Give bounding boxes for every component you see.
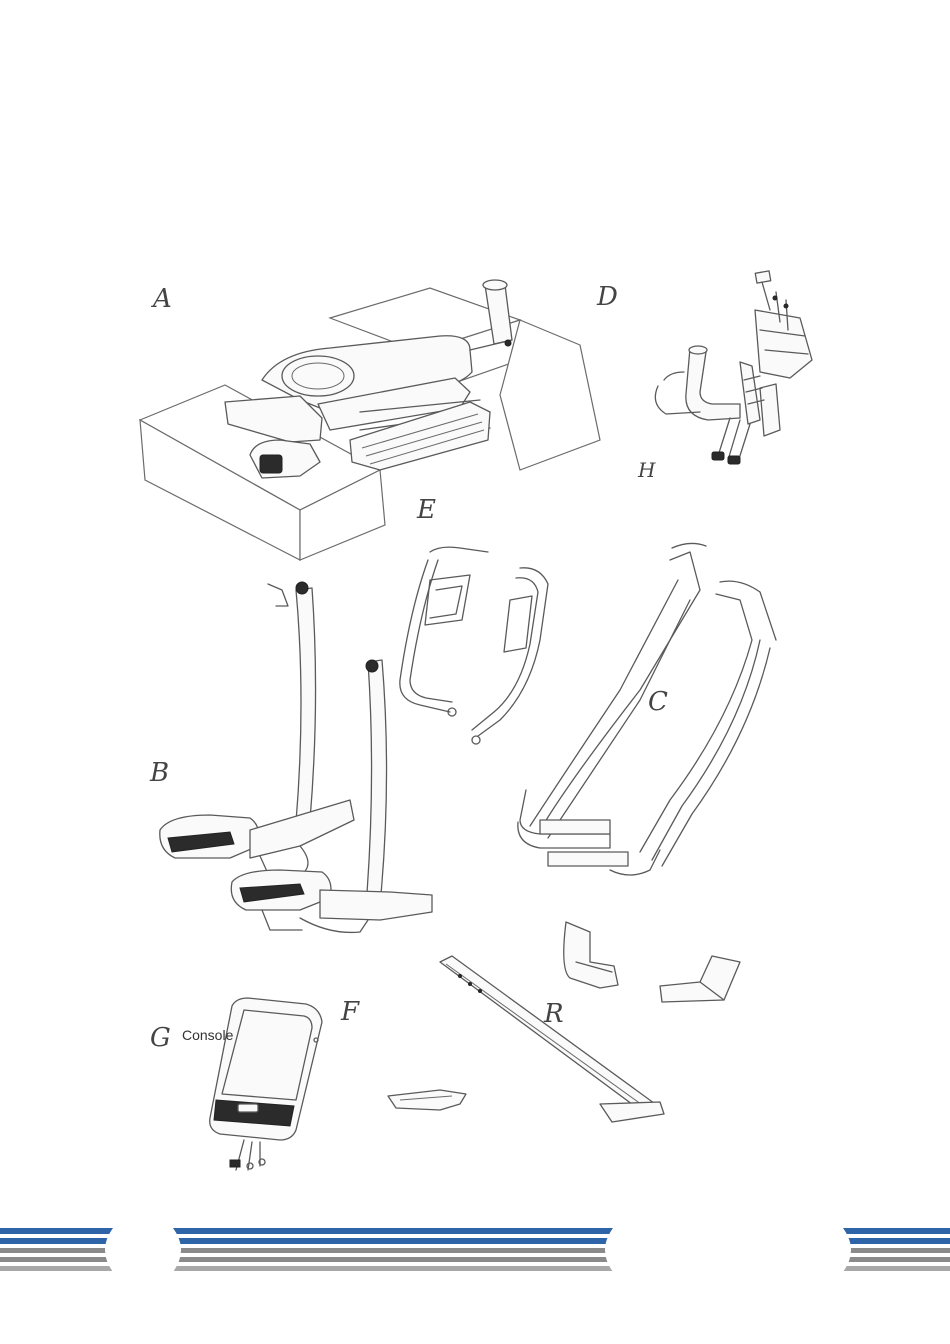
label-part-g: G xyxy=(150,1023,171,1053)
label-part-c: C xyxy=(648,687,668,717)
part-d-handle-assembly xyxy=(655,271,812,464)
part-r-stabilizer-bar xyxy=(440,956,664,1122)
label-part-h: H xyxy=(637,458,656,482)
part-g-console xyxy=(210,998,322,1170)
label-console: Console xyxy=(182,1027,234,1043)
part-f-bracket-plate xyxy=(388,1090,466,1110)
label-part-d: D xyxy=(596,282,618,312)
label-part-r: R xyxy=(543,999,564,1029)
part-e-side-frames xyxy=(400,547,548,744)
label-part-f: F xyxy=(340,997,360,1027)
rear-brackets xyxy=(564,922,740,1002)
packing-foam-blocks xyxy=(140,288,600,560)
label-part-a: A xyxy=(151,284,172,314)
part-c-legs xyxy=(518,543,776,875)
label-part-e: E xyxy=(416,495,436,525)
part-a-main-frame xyxy=(140,280,600,560)
stripe-group-middle xyxy=(0,1228,950,1271)
label-part-b: B xyxy=(149,758,169,788)
footer-stripes xyxy=(0,1222,950,1278)
part-b-pedal-arms xyxy=(160,582,432,932)
